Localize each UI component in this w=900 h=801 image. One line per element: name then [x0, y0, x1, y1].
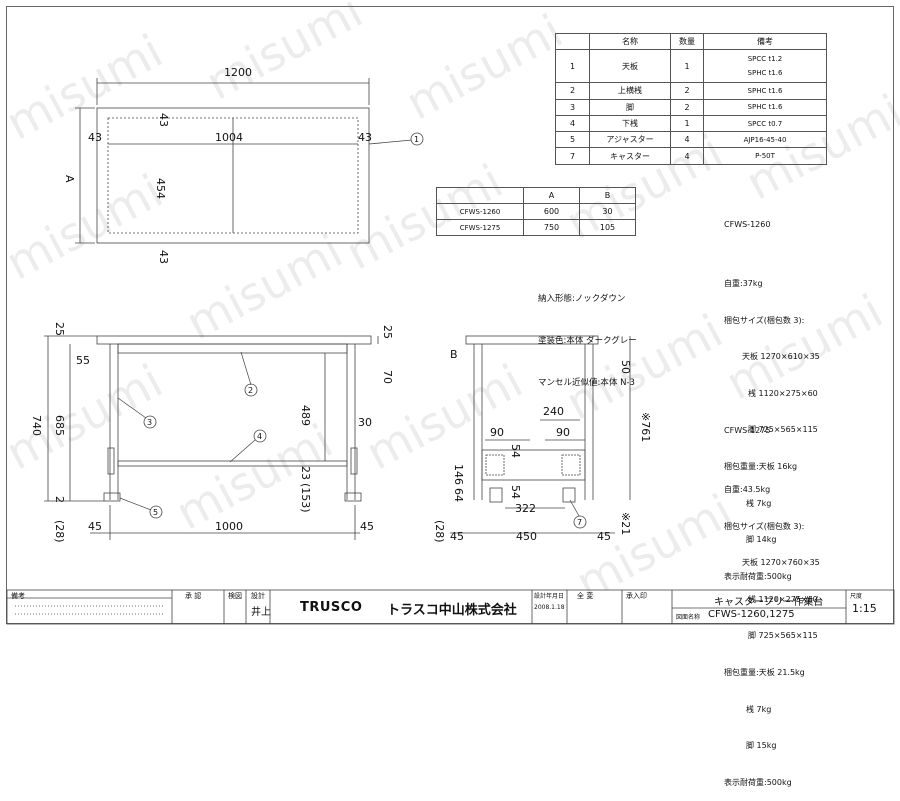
balloon-4-label: 4 — [257, 432, 262, 441]
dim-761: ※761 — [639, 412, 652, 442]
dim-90a: 90 — [490, 426, 504, 439]
dim-45-right: 45 — [360, 520, 374, 533]
balloon-3-label: 3 — [147, 418, 152, 427]
tb-stamp: 承入印 — [626, 592, 647, 600]
dim-43-bottom: 43 — [157, 250, 170, 264]
balloon-4 — [253, 429, 267, 443]
dim-28-side: (28) — [433, 520, 446, 543]
dim-685: 685 — [53, 415, 66, 436]
dim-30: 30 — [358, 416, 372, 429]
balloon-2-label: 2 — [248, 386, 253, 395]
dim-1200: 1200 — [224, 66, 252, 79]
balloon-3 — [143, 415, 157, 429]
balloon-5-label: 5 — [153, 508, 158, 517]
dim-454: 454 — [154, 178, 167, 199]
dim-64: 64 — [452, 488, 465, 502]
dim-90b: 90 — [556, 426, 570, 439]
dim-740: 740 — [30, 415, 43, 436]
dim-240: 240 — [543, 405, 564, 418]
dim-43-left: 43 — [88, 131, 102, 144]
dim-1000: 1000 — [215, 520, 243, 533]
tb-design-date: 2008.1.18 — [534, 604, 565, 611]
tb-check: 検図 — [228, 592, 242, 600]
dim-45r-side: 45 — [597, 530, 611, 543]
note-delivery: 納入形態:ノックダウン — [538, 294, 626, 304]
balloon-7 — [573, 515, 587, 529]
dim-23: 23 — [299, 466, 312, 480]
balloon-7-label: 7 — [577, 518, 582, 527]
dim-55: 55 — [76, 354, 90, 367]
tb-approve: 承 認 — [185, 592, 202, 600]
balloon-1 — [410, 132, 424, 146]
dim-489: 489 — [299, 405, 312, 426]
dim-54b: 54 — [509, 485, 522, 499]
dim-50: 50 — [619, 360, 632, 374]
dim-45l-side: 45 — [450, 530, 464, 543]
drawing-sheet — [6, 6, 894, 624]
dim-54a: 54 — [509, 444, 522, 458]
tb-scale-label: 尺度 — [850, 593, 863, 600]
dim-1004: 1004 — [215, 131, 243, 144]
tb-product: キャスターフリー作業台 — [714, 597, 824, 608]
tb-company: トラスコ中山株式会社 — [387, 603, 517, 618]
dim-322: 322 — [515, 502, 536, 515]
dim-2: 2 — [53, 496, 66, 503]
tb-drawing-no: CFWS-1260,1275 — [708, 609, 795, 620]
dim-25: 25 — [53, 322, 66, 336]
tb-scale: 1:15 — [852, 602, 877, 615]
drawing-lines: 1200 1004 43 43 43 43 454 A 1 25 25 740 … — [6, 66, 895, 625]
dim-21: ※21 — [619, 512, 632, 535]
dim-70: 70 — [381, 370, 394, 384]
dim-43-right: 43 — [358, 131, 372, 144]
tb-designer: 井上 — [251, 607, 271, 618]
dim-450: 450 — [516, 530, 537, 543]
notes: 納入形態:ノックダウン 塗装色:本体 ダークグレー マンセル近似値:本体 N-3 — [538, 264, 637, 404]
balloon-5 — [149, 505, 163, 519]
spec-1260: CFWS-1260 自重:37kg 梱包サイズ(梱包数 3): 天板 1270×… — [724, 220, 820, 581]
dim-153: (153) — [299, 483, 312, 513]
tb-brand-logo: TRUSCO — [300, 600, 363, 615]
dim-146: 146 — [452, 464, 465, 485]
tb-drawing-label: 図面名称 — [676, 614, 701, 621]
dim-45-left: 45 — [88, 520, 102, 533]
tb-revision: 全 変 — [577, 592, 594, 600]
dim-28: (28) — [53, 520, 66, 543]
note-munsell: マンセル近似値:本体 N-3 — [538, 378, 635, 388]
dim-43-top: 43 — [157, 113, 170, 127]
dim-b: B — [450, 348, 458, 361]
dim-25-right: 25 — [381, 325, 394, 339]
note-paint: 塗装色:本体 ダークグレー — [538, 336, 637, 346]
tb-remarks: 備考 — [11, 592, 25, 600]
tb-design: 設計 — [251, 592, 265, 600]
tb-design-date-label: 設計年月日 — [534, 593, 565, 600]
balloon-1-label: 1 — [414, 135, 419, 144]
dim-a: A — [63, 175, 76, 183]
